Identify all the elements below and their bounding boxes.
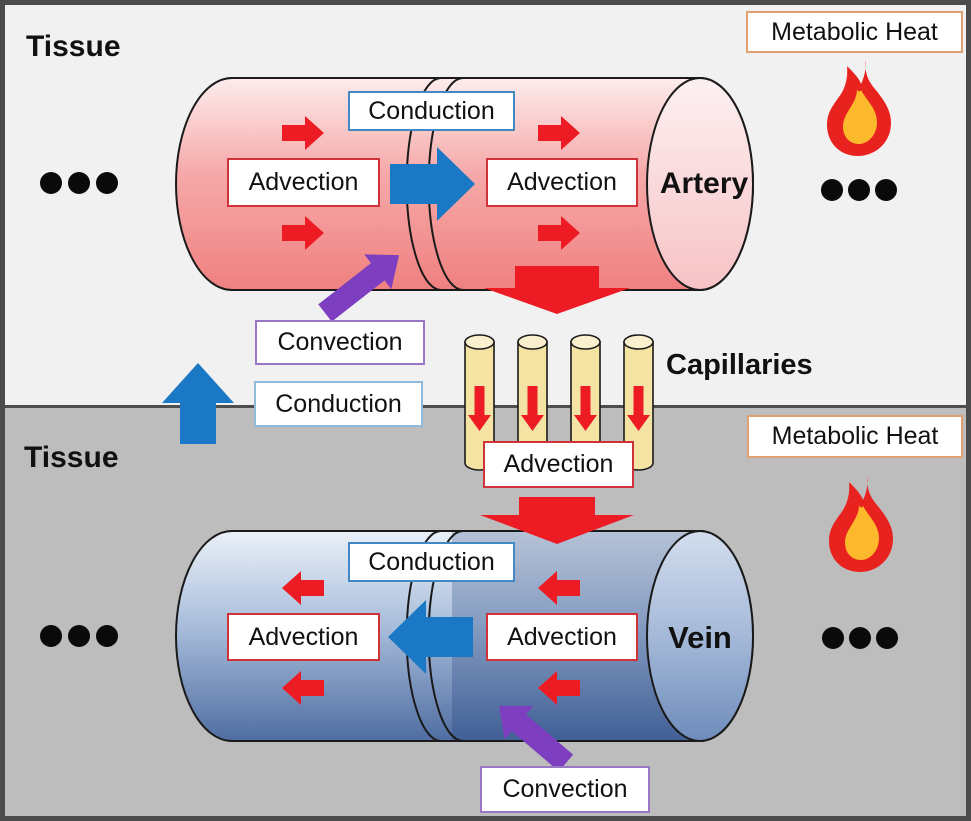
- heat-arrow-right-icon: [538, 116, 580, 150]
- tissue-label-bottom: Tissue: [24, 441, 119, 474]
- capillary-tube-rim: [623, 334, 654, 350]
- ellipsis-icon: [96, 172, 118, 194]
- capillary-tube-rim: [464, 334, 495, 350]
- vein-label: Vein: [668, 620, 732, 655]
- artery-label: Artery: [659, 167, 749, 200]
- ellipsis-icon: [40, 625, 62, 647]
- heat-arrow-down-icon: [627, 386, 650, 431]
- conduction-label-artery: Conduction: [348, 91, 515, 131]
- ellipsis-icon: [68, 172, 90, 194]
- blood-flow-arrow-left-icon: [388, 600, 473, 674]
- heat-arrow-left-icon: [538, 571, 580, 605]
- heat-arrow-down-icon: [574, 386, 597, 431]
- advection-label-vein-right: Advection: [486, 613, 638, 661]
- ellipsis-icon: [849, 627, 871, 649]
- advection-label-vein-left: Advection: [227, 613, 380, 661]
- ellipsis-icon: [876, 627, 898, 649]
- blue-flow-arrows: [162, 147, 475, 674]
- capillaries-label: Capillaries: [666, 349, 813, 381]
- vein-end-cap: [646, 530, 754, 742]
- ellipsis-icon: [96, 625, 118, 647]
- ellipsis-icon: [848, 179, 870, 201]
- ellipsis-icon: [821, 179, 843, 201]
- ellipsis-icon: [40, 172, 62, 194]
- conduction-label-boundary: Conduction: [254, 381, 423, 427]
- convection-arrow-icon: [499, 705, 574, 772]
- big-heat-arrow-down-icon: [484, 266, 630, 314]
- blood-flow-arrow-right-icon: [390, 147, 475, 221]
- heat-arrow-right-icon: [282, 216, 324, 250]
- fire-icon: [827, 60, 891, 156]
- flame-inner: [845, 505, 879, 560]
- tissue-label-top: Tissue: [26, 30, 121, 63]
- purple-convection-arrows: [318, 254, 574, 772]
- convection-label-top: Convection: [255, 320, 425, 365]
- big-heat-arrow-down-icon: [480, 497, 634, 544]
- ellipsis-icon: [875, 179, 897, 201]
- capillary-tube-rim: [570, 334, 601, 350]
- heat-arrow-down-icon: [468, 386, 491, 431]
- ellipsis-icon: [822, 627, 844, 649]
- artery-end-cap: [646, 77, 754, 291]
- ellipsis-dots: [40, 172, 898, 649]
- heat-arrow-right-icon: [538, 216, 580, 250]
- heat-arrow-right-icon: [282, 116, 324, 150]
- flame-inner: [843, 89, 877, 144]
- advection-label-capillaries: Advection: [483, 441, 634, 488]
- ellipsis-icon: [68, 625, 90, 647]
- advection-label-artery-left: Advection: [227, 158, 380, 207]
- fire-icon: [829, 476, 893, 572]
- metabolic-heat-label-bottom: Metabolic Heat: [747, 415, 963, 458]
- conduction-arrow-up-icon: [162, 363, 234, 444]
- conduction-label-vein: Conduction: [348, 542, 515, 582]
- convection-arrow-icon: [318, 254, 400, 322]
- metabolic-heat-label-top: Metabolic Heat: [746, 11, 963, 53]
- capillary-tube-rim: [517, 334, 548, 350]
- heat-arrow-left-icon: [282, 571, 324, 605]
- heat-arrow-left-icon: [538, 671, 580, 705]
- advection-label-artery-right: Advection: [486, 158, 638, 207]
- heat-arrow-left-icon: [282, 671, 324, 705]
- convection-label-bottom: Convection: [480, 766, 650, 813]
- red-heat-arrows: [282, 116, 650, 705]
- heat-arrow-down-icon: [521, 386, 544, 431]
